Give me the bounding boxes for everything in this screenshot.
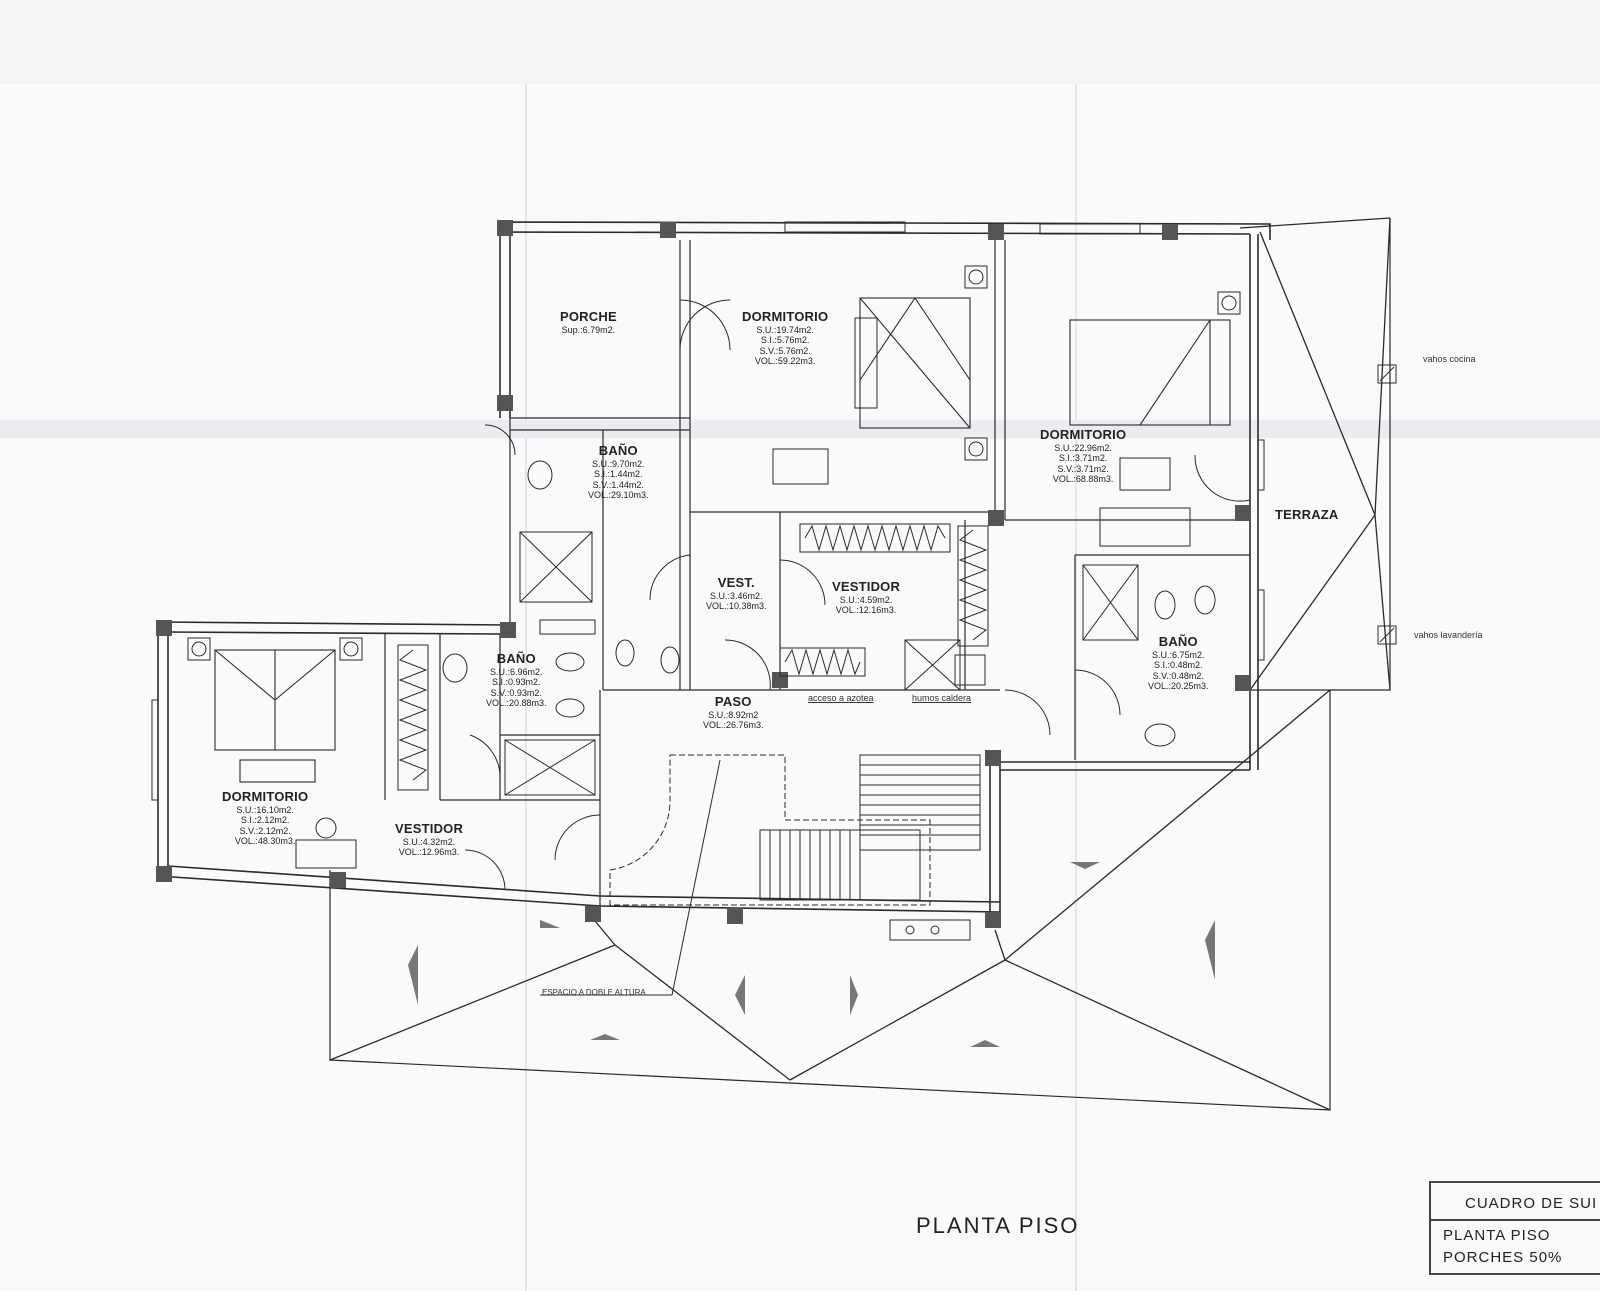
note-vahos-cocina: vahos cocina <box>1423 354 1476 364</box>
room-su: S.U.:8.92m2 <box>708 709 759 720</box>
room-bano-top: BAÑO S.U.:9.70m2. S.I.:1.44m2. S.V.:1.44… <box>588 443 649 500</box>
room-sv: S.V.:0.48m2. <box>1152 670 1204 681</box>
room-si: S.I.:0.93m2. <box>492 677 541 688</box>
room-name: PASO <box>714 694 752 709</box>
plan-title: PLANTA PISO <box>916 1213 1080 1238</box>
room-name: TERRAZA <box>1275 507 1339 522</box>
room-su: S.U.:6.96m2. <box>490 666 543 677</box>
surface-table: CUADRO DE SUI PLANTA PISO PORCHES 50% <box>1429 1181 1600 1275</box>
note-espacio-doble-altura: ESPACIO A DOBLE ALTURA <box>542 988 646 997</box>
room-su: S.U.:16.10m2. <box>236 804 294 815</box>
room-vol: VOL.:59.22m3. <box>754 355 816 366</box>
room-name: VESTIDOR <box>395 821 464 836</box>
surface-table-row: PLANTA PISO <box>1443 1227 1551 1244</box>
room-name: VEST. <box>717 575 755 590</box>
room-su: S.U.:4.59m2. <box>839 594 893 605</box>
room-vest: VEST. S.U.:3.46m2. VOL.:10.38m3. <box>706 575 767 612</box>
room-vestidor-left: VESTIDOR S.U.:4.32m2. VOL.:12.96m3. <box>395 821 464 858</box>
room-vol: VOL.:12.96m3. <box>398 847 460 858</box>
room-si: S.I.:5.76m2. <box>760 335 810 346</box>
room-name: BAÑO <box>496 651 536 666</box>
room-name: VESTIDOR <box>832 579 901 594</box>
surface-table-row: PORCHES 50% <box>1443 1249 1563 1266</box>
room-name: BAÑO <box>598 443 638 458</box>
room-vol: VOL.:48.30m3. <box>234 835 296 846</box>
room-bano-left: BAÑO S.U.:6.96m2. S.I.:0.93m2. S.V.:0.93… <box>486 651 547 708</box>
surface-table-header: CUADRO DE SUI <box>1431 1183 1600 1221</box>
room-terraza: TERRAZA <box>1275 507 1339 523</box>
room-name: DORMITORIO <box>222 789 309 804</box>
room-su: S.U.:9.70m2. <box>592 458 645 469</box>
room-vol: VOL.:20.88m3. <box>486 697 547 708</box>
note-humos-caldera: humos caldera <box>912 693 972 703</box>
room-vol: VOL.:26.76m3. <box>703 720 764 731</box>
room-su: S.U.:4.32m2. <box>402 836 456 847</box>
room-dormitorio-left: DORMITORIO S.U.:16.10m2. S.I.:2.12m2. S.… <box>222 789 309 846</box>
room-su: S.U.:3.46m2. <box>710 590 763 601</box>
room-vol: VOL.:12.16m3. <box>835 605 897 616</box>
room-vestidor-center: VESTIDOR S.U.:4.59m2. VOL.:12.16m3. <box>832 579 901 616</box>
room-vol: VOL.:20.25m3. <box>1148 680 1209 691</box>
room-su: S.U.:6.75m2. <box>1152 649 1205 660</box>
room-paso: PASO S.U.:8.92m2 VOL.:26.76m3. <box>703 694 764 731</box>
room-porche: PORCHE Sup.:6.79m2. <box>560 309 617 335</box>
room-name: DORMITORIO <box>742 309 829 324</box>
room-area: Sup.:6.79m2. <box>561 324 616 335</box>
room-sv: S.V.:0.93m2. <box>490 687 542 698</box>
room-vol: VOL.:10.38m3. <box>706 601 767 612</box>
note-acceso-azotea: acceso a azotea <box>808 693 874 703</box>
room-name: PORCHE <box>560 309 617 324</box>
room-dormitorio-right: DORMITORIO S.U.:22.96m2. S.I.:3.71m2. S.… <box>1040 427 1127 484</box>
note-vahos-lavanderia: vahos lavandería <box>1414 630 1483 640</box>
room-sv: S.V.:2.12m2. <box>239 825 291 836</box>
room-name: BAÑO <box>1158 634 1198 649</box>
room-sv: S.V.:1.44m2. <box>592 479 644 490</box>
room-si: S.I.:3.71m2. <box>1058 453 1108 464</box>
room-si: S.I.:0.48m2. <box>1154 660 1203 671</box>
room-su: S.U.:22.96m2. <box>1054 442 1112 453</box>
room-sv: S.V.:3.71m2. <box>1057 463 1109 474</box>
room-vol: VOL.:29.10m3. <box>588 489 649 500</box>
room-bano-right: BAÑO S.U.:6.75m2. S.I.:0.48m2. S.V.:0.48… <box>1148 634 1209 691</box>
paper-fold <box>1075 84 1077 1291</box>
room-su: S.U.:19.74m2. <box>756 324 814 335</box>
paper-sheet <box>0 84 1600 1291</box>
room-name: DORMITORIO <box>1040 427 1127 442</box>
room-sv: S.V.:5.76m2. <box>759 345 811 356</box>
room-vol: VOL.:68.88m3. <box>1052 473 1114 484</box>
paper-fold <box>525 84 527 1291</box>
room-si: S.I.:1.44m2. <box>594 469 643 480</box>
room-dormitorio-master: DORMITORIO S.U.:19.74m2. S.I.:5.76m2. S.… <box>742 309 829 366</box>
room-si: S.I.:2.12m2. <box>240 815 290 826</box>
